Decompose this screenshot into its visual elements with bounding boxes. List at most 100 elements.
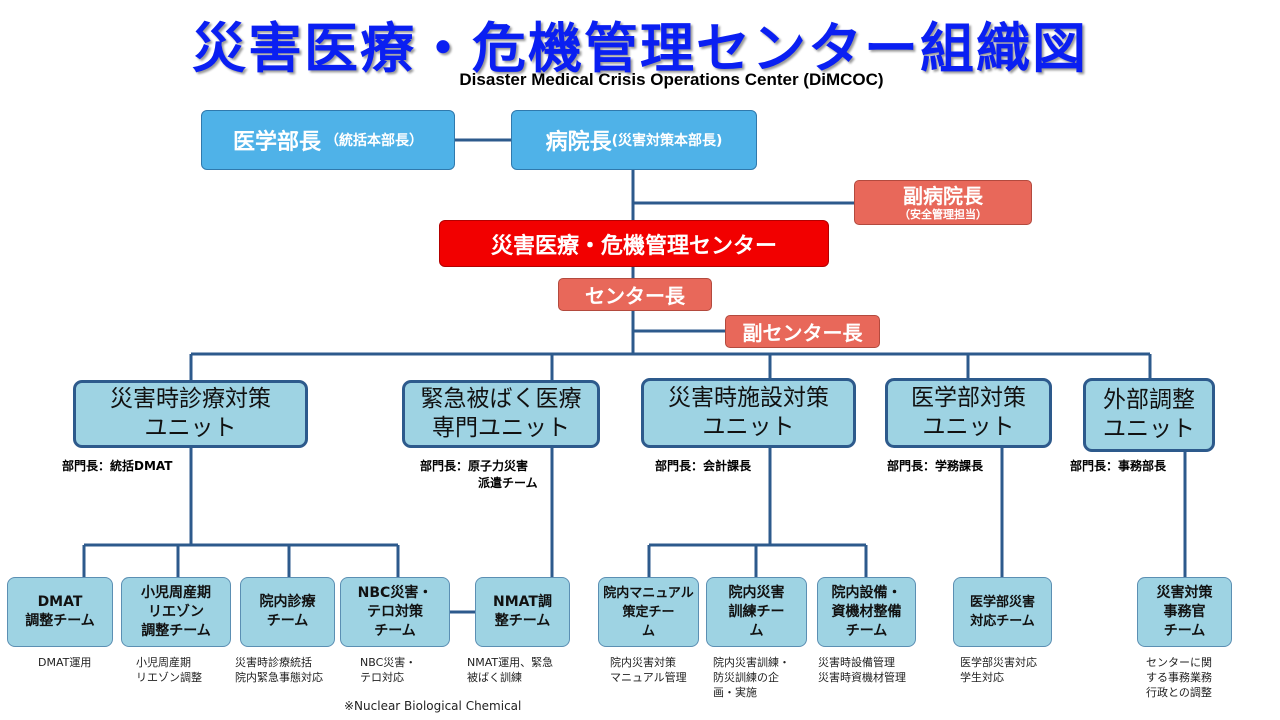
- team-line: NBC災害・: [357, 584, 433, 601]
- dean-title: 医学部長: [232, 130, 321, 155]
- unit-line1: 災害時施設対策: [668, 385, 829, 411]
- team-description: 院内災害対策 マニュアル管理: [610, 655, 687, 685]
- team-line: 調整チーム: [141, 622, 211, 639]
- desc-line: NBC災害・: [360, 656, 417, 669]
- team-line: 対応チーム: [970, 614, 1035, 629]
- team-box: 小児周産期 リエゾン 調整チーム: [121, 577, 231, 647]
- director-title: 病院長: [545, 130, 612, 155]
- team-description: NMAT運用、緊急 被ばく訓練: [467, 655, 553, 685]
- team-line: 院内災害: [728, 584, 785, 601]
- desc-line: 院内緊急事態対応: [235, 671, 323, 684]
- unit-facility: 災害時施設対策 ユニット: [641, 378, 856, 448]
- team-box: DMAT 調整チーム: [7, 577, 113, 647]
- team-line: リエゾン: [148, 603, 204, 620]
- desc-line: マニュアル管理: [610, 671, 687, 684]
- team-line: チーム: [374, 622, 416, 639]
- desc-line: 行政との調整: [1146, 686, 1212, 699]
- desc-line: センターに関: [1146, 656, 1212, 669]
- unit-line1: 外部調整: [1103, 387, 1195, 413]
- unit-line2: ユニット: [702, 414, 795, 440]
- team-line: 院内マニュアル: [603, 585, 694, 601]
- unit-head-label: 部門長：原子力災害: [420, 459, 529, 473]
- center-box: 災害医療・危機管理センター: [439, 220, 829, 267]
- dean-box: 医学部長（統括本部長）: [201, 110, 455, 170]
- unit-line1: 医学部対策: [911, 385, 1026, 411]
- team-line: NMAT調: [493, 594, 552, 610]
- unit-line2: ユニット: [922, 414, 1015, 440]
- desc-line: 画・実施: [713, 686, 757, 699]
- team-box: 院内設備・ 資機材整備 チーム: [817, 577, 916, 647]
- team-box: NBC災害・ テロ対策 チーム: [340, 577, 450, 647]
- team-line: チーム: [266, 613, 309, 629]
- unit-head-label: 派遣チーム: [478, 476, 538, 490]
- team-box: NMAT調 整チーム: [475, 577, 570, 647]
- dean-role: （統括本部長）: [325, 133, 423, 149]
- team-description: 災害時設備管理 災害時資機材管理: [818, 655, 906, 685]
- team-box: 院内診療 チーム: [240, 577, 335, 647]
- vice-director-title: 副病院長: [903, 183, 983, 208]
- desc-line: 小児周産期: [136, 656, 191, 669]
- vice-director-box: 副病院長 （安全管理担当）: [854, 180, 1032, 225]
- team-line: チーム: [845, 622, 888, 639]
- unit-line1: 緊急被ばく医療: [420, 386, 582, 412]
- team-description: NBC災害・ テロ対応: [360, 655, 416, 685]
- footnote: ※Nuclear Biological Chemical: [344, 699, 522, 713]
- desc-line: リエゾン調整: [136, 671, 202, 684]
- unit-line1: 災害時診療対策: [110, 386, 271, 412]
- desc-line: 院内災害訓練・: [713, 656, 790, 669]
- desc-line: 院内災害対策: [610, 656, 676, 669]
- director-box: 病院長(災害対策本部長): [511, 110, 757, 170]
- team-line: ム: [641, 623, 655, 639]
- desc-line: する事務業務: [1146, 671, 1212, 684]
- team-line: 資機材整備: [831, 603, 902, 620]
- team-description: 小児周産期 リエゾン調整: [136, 655, 202, 685]
- team-description: 医学部災害対応 学生対応: [960, 655, 1037, 685]
- desc-line: DMAT運用: [38, 656, 92, 669]
- desc-line: 被ばく訓練: [467, 671, 522, 684]
- team-box: 院内マニュアル 策定チー ム: [598, 577, 699, 647]
- team-line: 小児周産期: [141, 584, 211, 601]
- team-description: DMAT運用: [38, 655, 91, 670]
- unit-line2: ユニット: [144, 415, 237, 441]
- team-box: 医学部災害 対応チーム: [953, 577, 1052, 647]
- unit-head-label: 部門長：学務課長: [887, 459, 984, 473]
- team-line: 院内設備・: [831, 584, 902, 601]
- unit-line2: 専門ユニット: [432, 415, 570, 441]
- team-line: 策定チー: [622, 604, 675, 620]
- team-description: センターに関 する事務業務 行政との調整: [1146, 655, 1212, 700]
- vice-center-head-box: 副センター長: [725, 315, 880, 348]
- team-box: 院内災害 訓練チー ム: [706, 577, 807, 647]
- team-line: テロ対策: [367, 603, 423, 620]
- team-line: チーム: [1163, 622, 1206, 639]
- desc-line: テロ対応: [360, 671, 404, 684]
- center-head-box: センター長: [558, 278, 712, 311]
- vice-director-role: （安全管理担当）: [899, 207, 987, 221]
- team-description: 災害時診療統括 院内緊急事態対応: [235, 655, 323, 685]
- unit-head-label: 部門長：会計課長: [655, 459, 752, 473]
- team-description: 院内災害訓練・ 防災訓練の企 画・実施: [713, 655, 790, 700]
- unit-radiation-emergency: 緊急被ばく医療 専門ユニット: [402, 380, 600, 448]
- team-line: 事務官: [1163, 603, 1206, 620]
- team-line: DMAT: [37, 594, 83, 610]
- desc-line: 災害時資機材管理: [818, 671, 906, 684]
- unit-line2: ユニット: [1103, 416, 1195, 442]
- director-role: (災害対策本部長): [611, 133, 723, 149]
- team-line: 整チーム: [494, 613, 551, 629]
- unit-external: 外部調整 ユニット: [1083, 378, 1215, 452]
- team-line: 医学部災害: [969, 595, 1035, 610]
- desc-line: 学生対応: [960, 671, 1004, 684]
- desc-line: 防災訓練の企: [713, 671, 779, 684]
- team-line: 院内診療: [259, 594, 316, 610]
- team-line: 訓練チー: [728, 603, 785, 620]
- unit-disaster-medical: 災害時診療対策 ユニット: [73, 380, 308, 448]
- desc-line: 災害時設備管理: [818, 656, 895, 669]
- unit-head-label: 部門長：事務部長: [1070, 459, 1167, 473]
- team-line: 災害対策: [1156, 584, 1213, 601]
- team-box: 災害対策 事務官 チーム: [1137, 577, 1232, 647]
- team-line: 調整チーム: [25, 613, 95, 629]
- unit-head-label: 部門長：統括DMAT: [62, 459, 173, 473]
- desc-line: 医学部災害対応: [960, 656, 1037, 669]
- team-line: ム: [749, 622, 764, 639]
- page-subtitle: Disaster Medical Crisis Operations Cente…: [459, 70, 884, 89]
